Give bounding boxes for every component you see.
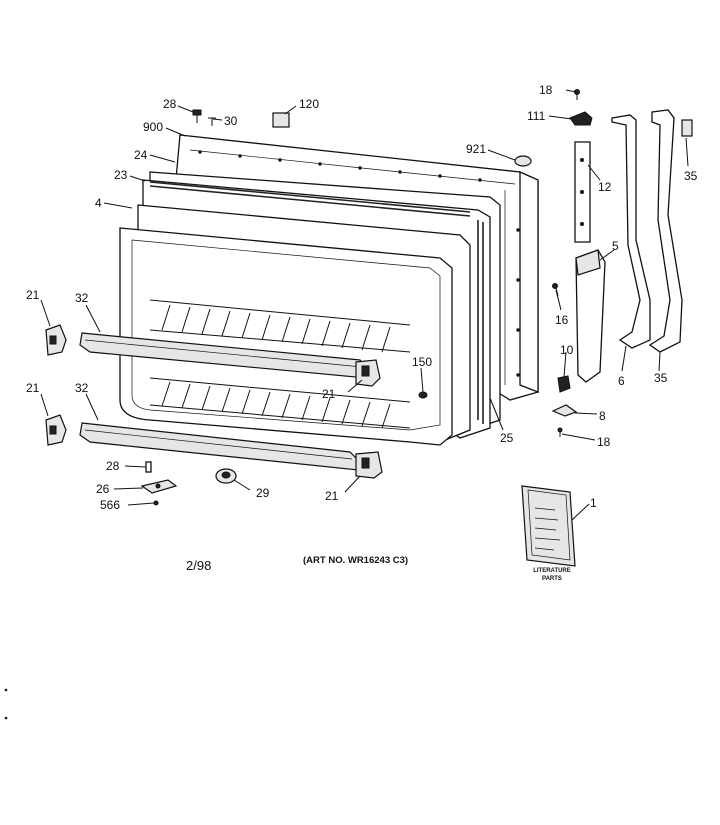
- screw-28-top: [192, 109, 202, 123]
- label-18-top: 18: [539, 83, 553, 97]
- literature-booklet-1: [521, 485, 576, 567]
- handle-6: [611, 114, 651, 349]
- spacer-10: [557, 375, 571, 393]
- label-18-bottom: 18: [597, 435, 611, 449]
- label-21-upper-left: 21: [26, 288, 40, 302]
- label-32-lower: 32: [75, 381, 89, 395]
- label-26: 26: [96, 482, 110, 496]
- label-24: 24: [134, 148, 148, 162]
- label-12: 12: [598, 180, 612, 194]
- end-cap-21-left-lower: [45, 414, 67, 446]
- label-21-lower-left: 21: [26, 381, 40, 395]
- label-4: 4: [95, 196, 102, 210]
- screw-30: [208, 117, 216, 126]
- literature-caption-line1: LITERATURE: [533, 568, 571, 574]
- label-8: 8: [599, 409, 606, 423]
- cap-35: [681, 119, 693, 137]
- label-28-bottom: 28: [106, 459, 120, 473]
- end-cap-21-right-upper: [355, 359, 381, 387]
- label-28-top: 28: [163, 97, 177, 111]
- plug-150: [418, 391, 428, 399]
- scan-marks: [4, 688, 8, 720]
- label-21-upper-right: 21: [322, 387, 336, 401]
- label-32-upper: 32: [75, 291, 89, 305]
- label-566: 566: [100, 498, 120, 512]
- label-35-bottom: 35: [654, 371, 668, 385]
- screw-18-top: [574, 89, 580, 100]
- label-35-top: 35: [684, 169, 698, 183]
- label-6: 6: [618, 374, 625, 388]
- handle-bracket-5: [575, 249, 606, 383]
- screw-28-bottom: [145, 461, 152, 473]
- label-23: 23: [114, 168, 128, 182]
- leader-lines: [40, 89, 689, 521]
- label-21-lower-right: 21: [325, 489, 339, 503]
- end-cap-21-right-lower: [355, 451, 383, 479]
- label-30: 30: [224, 114, 238, 128]
- bumper-29: [215, 468, 237, 484]
- label-16: 16: [555, 313, 569, 327]
- label-111: 111: [527, 109, 546, 123]
- label-150: 150: [412, 355, 432, 369]
- clip-8: [551, 404, 578, 417]
- label-900: 900: [143, 120, 163, 134]
- handle-35: [648, 109, 683, 353]
- revision-date: 2/98: [186, 558, 211, 573]
- hinge-strip-12: [574, 141, 591, 243]
- art-number: (ART NO. WR16243 C3): [303, 555, 408, 566]
- hinge-pin-111: [569, 111, 593, 126]
- label-25: 25: [500, 431, 514, 445]
- label-120: 120: [299, 97, 319, 111]
- screw-566: [153, 500, 159, 506]
- plug-921: [514, 155, 532, 167]
- literature-caption-line2: PARTS: [542, 576, 562, 582]
- door-liner: [119, 227, 453, 446]
- label-1: 1: [590, 496, 597, 510]
- end-cap-21-left-upper: [45, 324, 67, 356]
- bracket-26: [140, 479, 178, 494]
- screw-18-bottom: [557, 427, 563, 437]
- label-5: 5: [612, 239, 619, 253]
- label-921: 921: [466, 142, 486, 156]
- label-10: 10: [560, 343, 574, 357]
- label-29: 29: [256, 486, 270, 500]
- plug-120: [272, 112, 290, 128]
